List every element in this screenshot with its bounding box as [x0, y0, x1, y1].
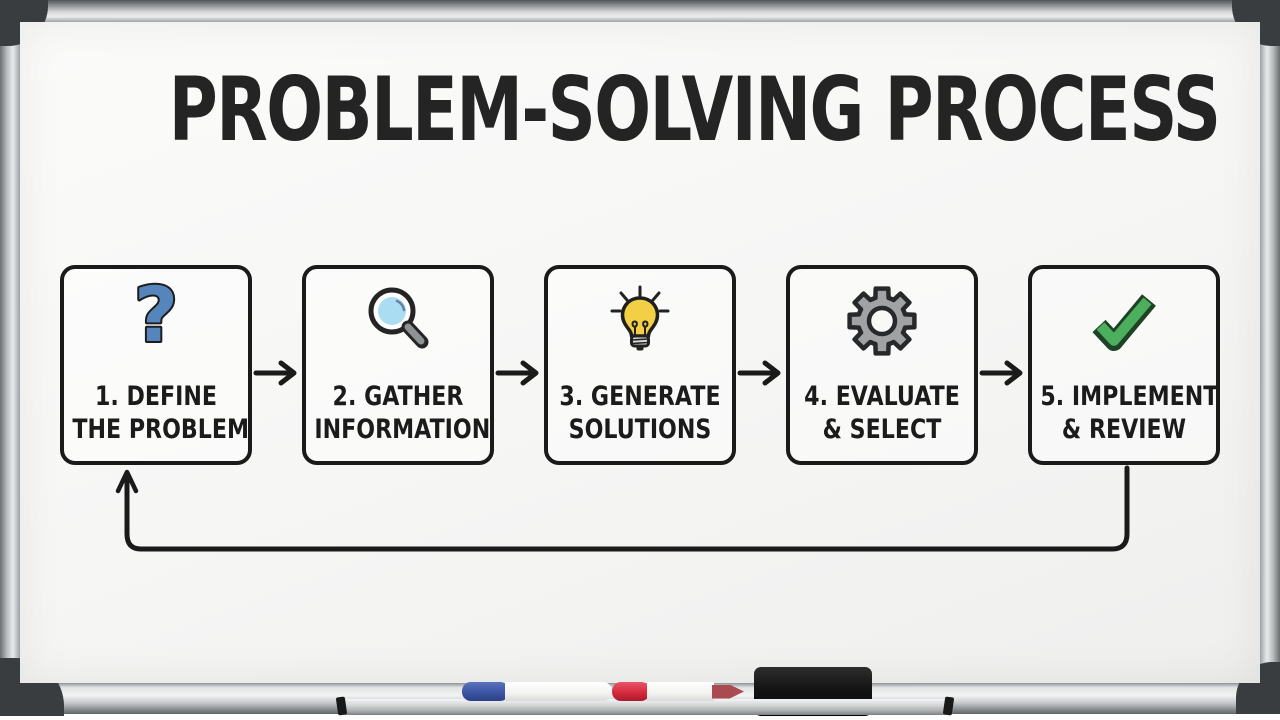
- magnifier-icon: [306, 279, 490, 363]
- step-5-label: 5. IMPLEMENT & REVIEW: [1040, 381, 1219, 447]
- feedback-loop-arrow: [115, 465, 1130, 552]
- lightbulb-icon: [548, 279, 732, 363]
- step-4-line1: 4. EVALUATE: [804, 381, 960, 413]
- marker-tip: [712, 684, 744, 699]
- diagram-title: PROBLEM-SOLVING PROCESS: [168, 58, 1221, 161]
- step-5-line2: & REVIEW: [1061, 414, 1187, 446]
- step-4-box: 4. EVALUATE & SELECT: [786, 265, 978, 465]
- red-capped-marker: [612, 682, 744, 701]
- tray-end-cap-left: [335, 696, 348, 716]
- arrow-3-4-icon: [737, 358, 785, 388]
- marker-body: [505, 682, 612, 701]
- step-1-line2: THE PROBLEM: [72, 414, 250, 446]
- step-5-box: 5. IMPLEMENT & REVIEW: [1028, 265, 1220, 465]
- arrow-4-5-icon: [979, 358, 1027, 388]
- step-2-line2: INFORMATION: [314, 414, 491, 446]
- step-1-label: 1. DEFINE THE PROBLEM: [72, 381, 250, 447]
- step-2-box: 2. GATHER INFORMATION: [302, 265, 494, 465]
- blue-capped-marker: [462, 682, 612, 701]
- step-2-line1: 2. GATHER: [332, 381, 464, 413]
- arrow-2-3-icon: [495, 358, 543, 388]
- svg-text:?: ?: [134, 281, 178, 359]
- step-3-box: 3. GENERATE SOLUTIONS: [544, 265, 736, 465]
- step-2-label: 2. GATHER INFORMATION: [314, 381, 491, 447]
- step-1-line1: 1. DEFINE: [94, 381, 218, 413]
- step-3-line2: SOLUTIONS: [568, 414, 712, 446]
- step-5-line1: 5. IMPLEMENT: [1040, 381, 1219, 413]
- frame-left-rail: [0, 0, 20, 714]
- frame-top-rail: [0, 0, 1280, 22]
- marker-tray: [335, 696, 955, 716]
- step-4-line2: & SELECT: [822, 414, 942, 446]
- step-1-box: ? 1. DEFINE THE PROBLEM: [60, 265, 252, 465]
- whiteboard-surface: PROBLEM-SOLVING PROCESS ? 1. DEFINE THE …: [20, 22, 1260, 683]
- step-4-label: 4. EVALUATE & SELECT: [798, 381, 965, 447]
- gear-icon: [790, 279, 974, 363]
- checkmark-icon: [1032, 279, 1216, 363]
- wall-strip: [0, 714, 1280, 720]
- marker-cap-blue: [462, 682, 509, 701]
- step-3-line1: 3. GENERATE: [559, 381, 721, 413]
- step-3-label: 3. GENERATE SOLUTIONS: [556, 381, 723, 447]
- question-mark-icon: ?: [64, 279, 248, 363]
- marker-body: [647, 682, 714, 701]
- arrow-1-2-icon: [253, 358, 301, 388]
- frame-right-rail: [1260, 0, 1280, 714]
- process-steps-row: ? 1. DEFINE THE PROBLEM: [60, 265, 1220, 465]
- marker-cap-red: [612, 682, 650, 701]
